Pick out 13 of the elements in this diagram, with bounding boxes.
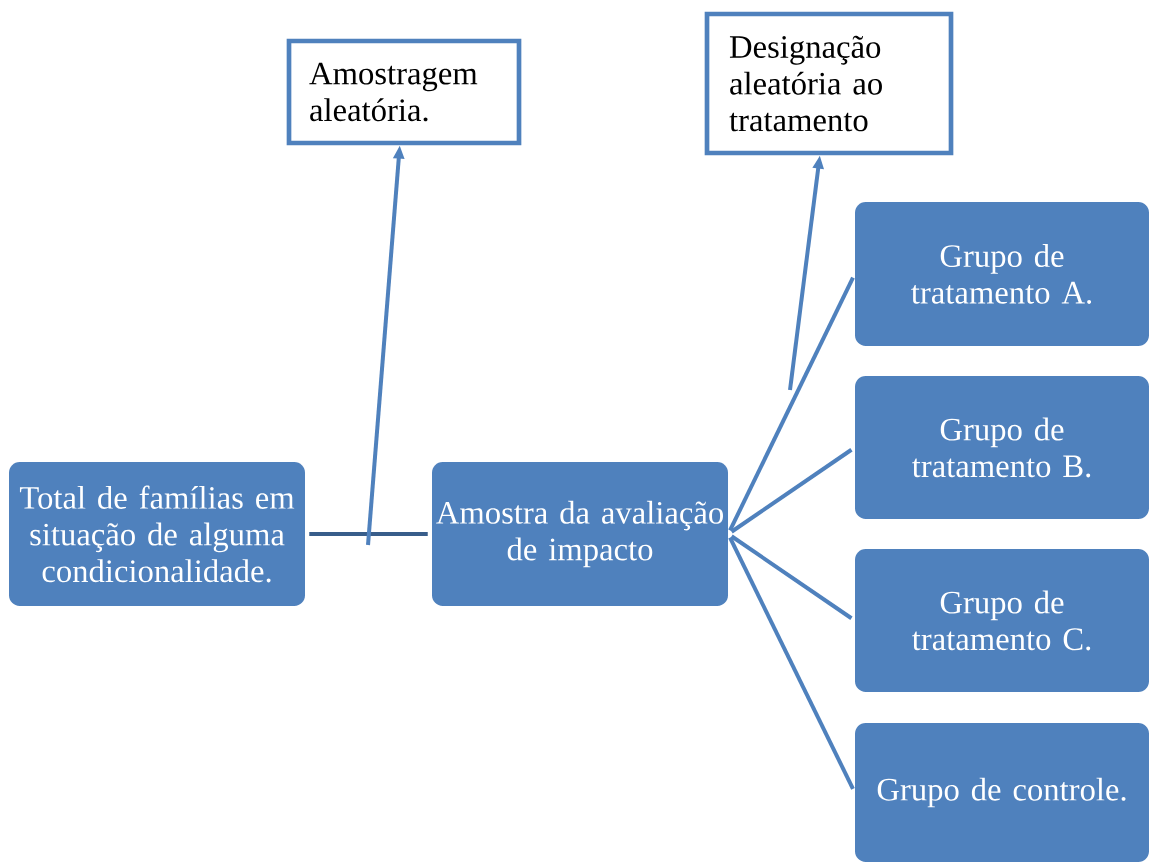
process-box: Grupo de tratamento A. [855, 202, 1149, 346]
connector-line [728, 276, 855, 532]
text-box: Amostragem aleatória. [286, 38, 522, 146]
connector-line [730, 448, 853, 534]
process-box: Grupo de controle. [855, 723, 1149, 862]
process-box: Amostra da avaliação de impacto [432, 462, 728, 606]
text-box: Designação aleatória ao tratamento [704, 11, 954, 156]
connector-line [728, 536, 855, 790]
connector-line [730, 534, 853, 620]
connector-line [309, 532, 428, 536]
process-box: Grupo de tratamento B. [855, 376, 1149, 519]
process-box: Grupo de tratamento C. [855, 549, 1149, 692]
process-box: Total de famílias em situação de alguma condicionalidade. [9, 462, 305, 606]
